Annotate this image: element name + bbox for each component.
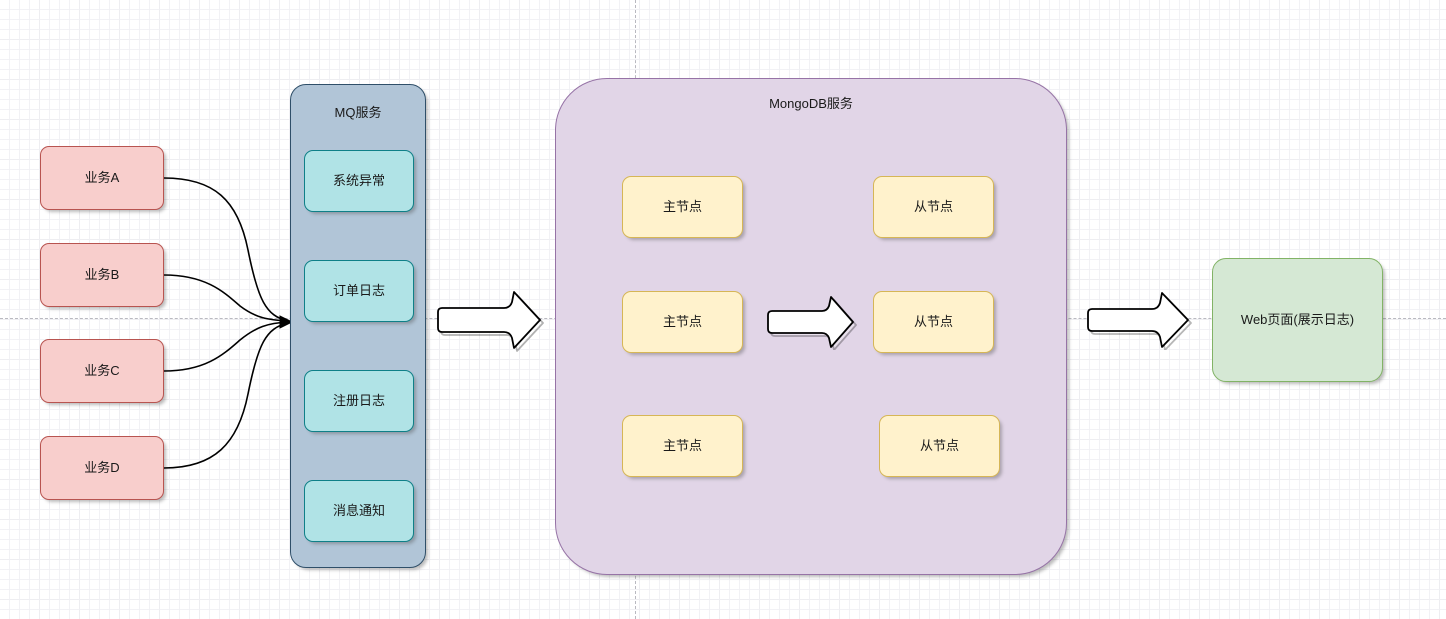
connector-d-to-mq <box>163 322 289 469</box>
producer-label: 业务A <box>84 170 120 186</box>
producer-box-b[interactable]: 业务B <box>40 243 164 307</box>
web-page-box[interactable]: Web页面(展示日志) <box>1212 258 1383 382</box>
mq-topic-label: 系统异常 <box>332 173 385 189</box>
arrow-mq-to-mongodb <box>437 291 544 352</box>
mongodb-primary-node-3[interactable]: 主节点 <box>622 415 743 477</box>
mongodb-node-label: 主节点 <box>662 314 702 330</box>
producer-label: 业务B <box>84 267 120 283</box>
arrow-body <box>1087 292 1189 348</box>
mongodb-primary-node-2[interactable]: 主节点 <box>622 291 743 353</box>
mq-topic-order-log[interactable]: 订单日志 <box>304 260 414 322</box>
mongodb-node-label: 从节点 <box>919 438 959 454</box>
web-page-label: Web页面(展示日志) <box>1240 312 1355 328</box>
arrow-body <box>767 296 854 348</box>
mq-topic-register-log[interactable]: 注册日志 <box>304 370 414 432</box>
mq-topic-label: 注册日志 <box>332 393 385 409</box>
mongodb-node-label: 主节点 <box>662 438 702 454</box>
mq-topic-label: 订单日志 <box>332 283 385 299</box>
connector-b-to-mq <box>163 274 289 322</box>
arrow-primary-to-secondary <box>767 296 857 350</box>
producer-label: 业务C <box>84 363 120 379</box>
mq-topic-label: 消息通知 <box>332 503 385 519</box>
mongodb-node-label: 主节点 <box>662 199 702 215</box>
arrow-body <box>437 291 541 349</box>
producer-label: 业务D <box>84 460 120 476</box>
mongodb-secondary-node-1[interactable]: 从节点 <box>873 176 994 238</box>
producer-box-d[interactable]: 业务D <box>40 436 164 500</box>
connector-a-to-mq <box>163 177 289 322</box>
mongodb-secondary-node-2[interactable]: 从节点 <box>873 291 994 353</box>
producer-box-a[interactable]: 业务A <box>40 146 164 210</box>
mongodb-secondary-node-3[interactable]: 从节点 <box>879 415 1000 477</box>
producer-box-c[interactable]: 业务C <box>40 339 164 403</box>
mongodb-node-label: 从节点 <box>913 314 953 330</box>
mq-topic-system-exception[interactable]: 系统异常 <box>304 150 414 212</box>
arrow-mongodb-to-web <box>1087 292 1192 350</box>
mongodb-service-container[interactable]: MongoDB服务 主节点 主节点 主节点 从节点 从节点 从节点 <box>555 78 1067 575</box>
mongodb-service-title: MongoDB服务 <box>769 96 853 111</box>
connector-c-to-mq <box>163 321 289 372</box>
mongodb-node-label: 从节点 <box>913 199 953 215</box>
mongodb-primary-node-1[interactable]: 主节点 <box>622 176 743 238</box>
mq-inbound-arrowhead <box>279 315 294 329</box>
mq-service-title: MQ服务 <box>334 105 382 120</box>
mq-service-container[interactable]: MQ服务 系统异常 订单日志 注册日志 消息通知 <box>290 84 426 568</box>
mq-topic-message-notify[interactable]: 消息通知 <box>304 480 414 542</box>
